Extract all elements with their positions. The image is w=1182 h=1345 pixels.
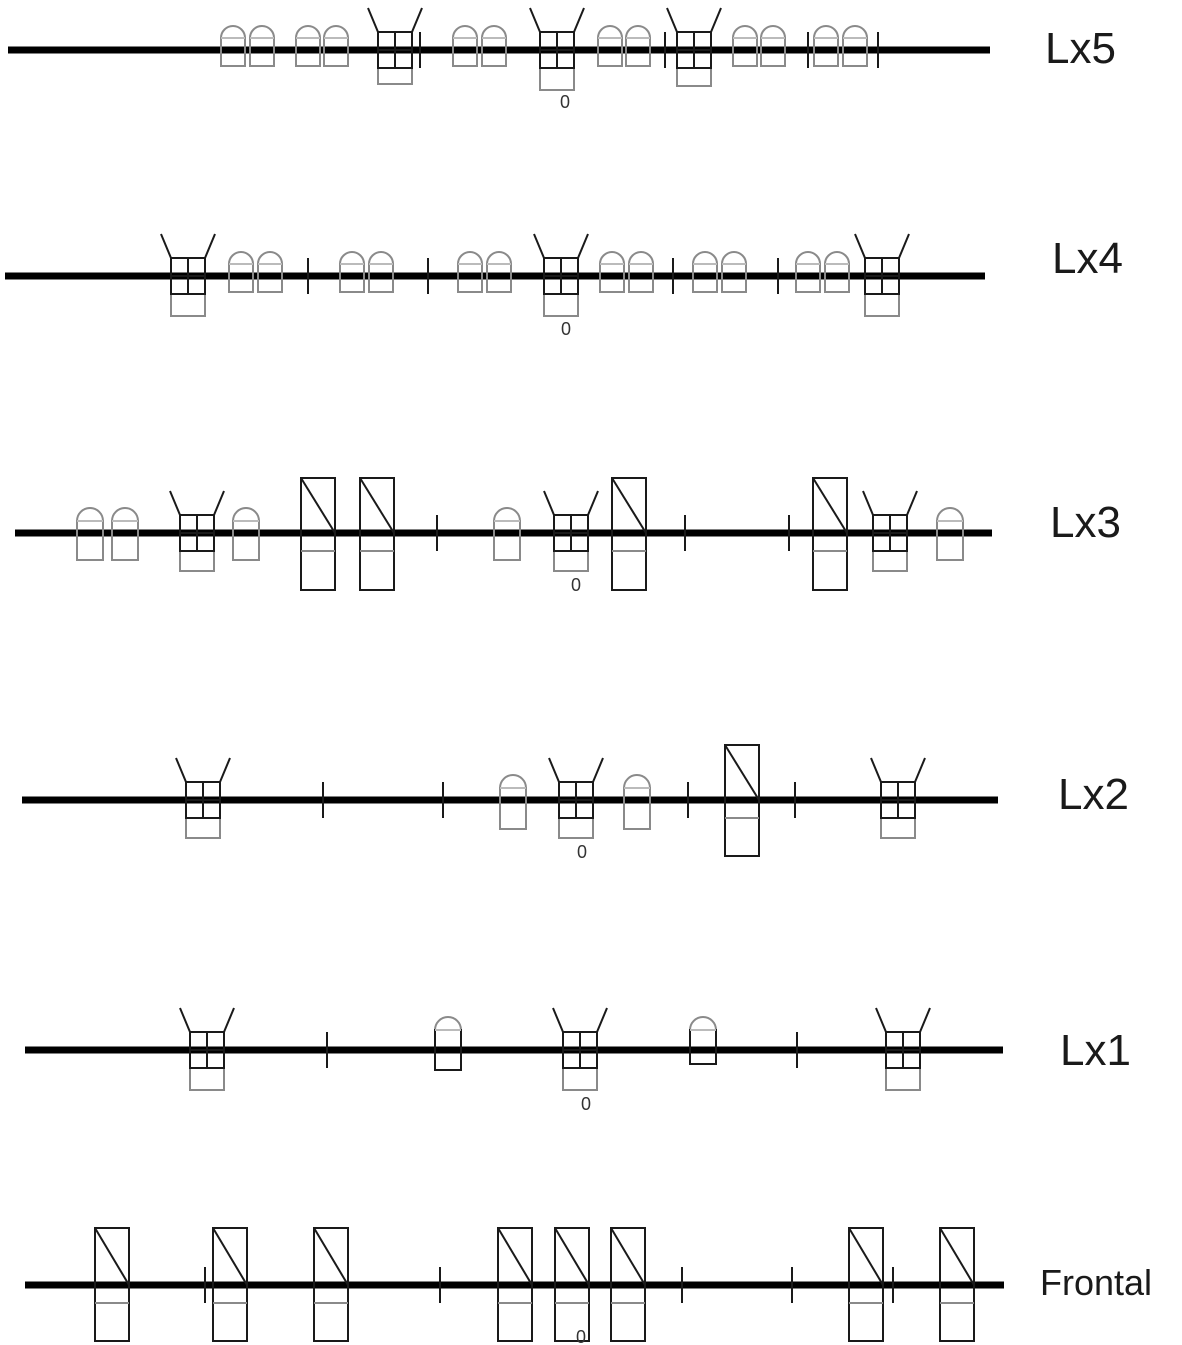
dome-symbol <box>597 25 623 67</box>
dome-symbol <box>824 251 850 293</box>
dome-symbol <box>795 251 821 293</box>
dome-symbol <box>257 251 283 293</box>
dome-symbol <box>457 251 483 293</box>
quadrupole-symbol <box>529 7 585 91</box>
dome-symbol <box>623 774 651 830</box>
quadrupole-symbol <box>552 1007 608 1091</box>
bend-symbol <box>610 1227 646 1342</box>
dome-symbol <box>249 25 275 67</box>
dome-symbol <box>76 507 104 561</box>
bend-symbol <box>554 1227 590 1342</box>
quadrupole-symbol <box>666 7 722 87</box>
quadrupole-symbol <box>175 757 231 839</box>
dome-symbol <box>220 25 246 67</box>
quadrupole-symbol <box>179 1007 235 1091</box>
dome-symbol <box>936 507 964 561</box>
row-label-lx2: Lx2 <box>1058 770 1129 819</box>
bend-symbol <box>724 744 760 857</box>
zero-label: 0 <box>560 92 570 112</box>
bend-symbol <box>611 477 647 591</box>
dome-symbol <box>486 251 512 293</box>
dome-symbol <box>434 1016 462 1071</box>
dome-symbol <box>599 251 625 293</box>
dome-symbol <box>499 774 527 830</box>
bend-symbol <box>313 1227 349 1342</box>
dome-symbol <box>493 507 521 561</box>
dome-symbol <box>813 25 839 67</box>
zero-label: 0 <box>561 319 571 339</box>
dome-symbol <box>842 25 868 67</box>
bend-symbol <box>300 477 336 591</box>
bend-symbol <box>212 1227 248 1342</box>
quadrupole-symbol <box>875 1007 931 1091</box>
dome-symbol <box>295 25 321 67</box>
quadrupole-symbol <box>862 490 918 572</box>
quadrupole-symbol <box>533 233 589 317</box>
quadrupole-symbol <box>548 757 604 839</box>
bend-symbol <box>848 1227 884 1342</box>
dome-symbol <box>760 25 786 67</box>
dome-symbol <box>452 25 478 67</box>
dome-symbol <box>228 251 254 293</box>
dome-symbol <box>323 25 349 67</box>
quadrupole-symbol <box>543 490 599 572</box>
quadrupole-symbol <box>367 7 423 85</box>
dome-symbol <box>111 507 139 561</box>
dome-symbol <box>481 25 507 67</box>
bend-symbol <box>939 1227 975 1342</box>
quadrupole-symbol <box>169 490 225 572</box>
row-label-frontal: Frontal <box>1040 1262 1153 1303</box>
zero-label: 0 <box>577 842 587 862</box>
row-label-lx3: Lx3 <box>1050 498 1121 547</box>
dome-symbol <box>692 251 718 293</box>
dome-symbol <box>689 1016 717 1065</box>
dome-symbol <box>732 25 758 67</box>
bend-symbol <box>359 477 395 591</box>
quadrupole-symbol <box>160 233 216 317</box>
dome-symbol <box>721 251 747 293</box>
zero-label: 0 <box>571 575 581 595</box>
row-label-lx5: Lx5 <box>1045 24 1116 73</box>
dome-symbol <box>339 251 365 293</box>
zero-label: 0 <box>581 1094 591 1114</box>
zero-label: 0 <box>576 1327 586 1345</box>
quadrupole-symbol <box>870 757 926 839</box>
dome-symbol <box>628 251 654 293</box>
row-label-lx4: Lx4 <box>1052 234 1123 283</box>
dome-symbol <box>625 25 651 67</box>
dome-symbol <box>232 507 260 561</box>
quadrupole-symbol <box>854 233 910 317</box>
bend-symbol <box>94 1227 130 1342</box>
bend-symbol <box>497 1227 533 1342</box>
row-label-lx1: Lx1 <box>1060 1026 1131 1075</box>
bend-symbol <box>812 477 848 591</box>
dome-symbol <box>368 251 394 293</box>
